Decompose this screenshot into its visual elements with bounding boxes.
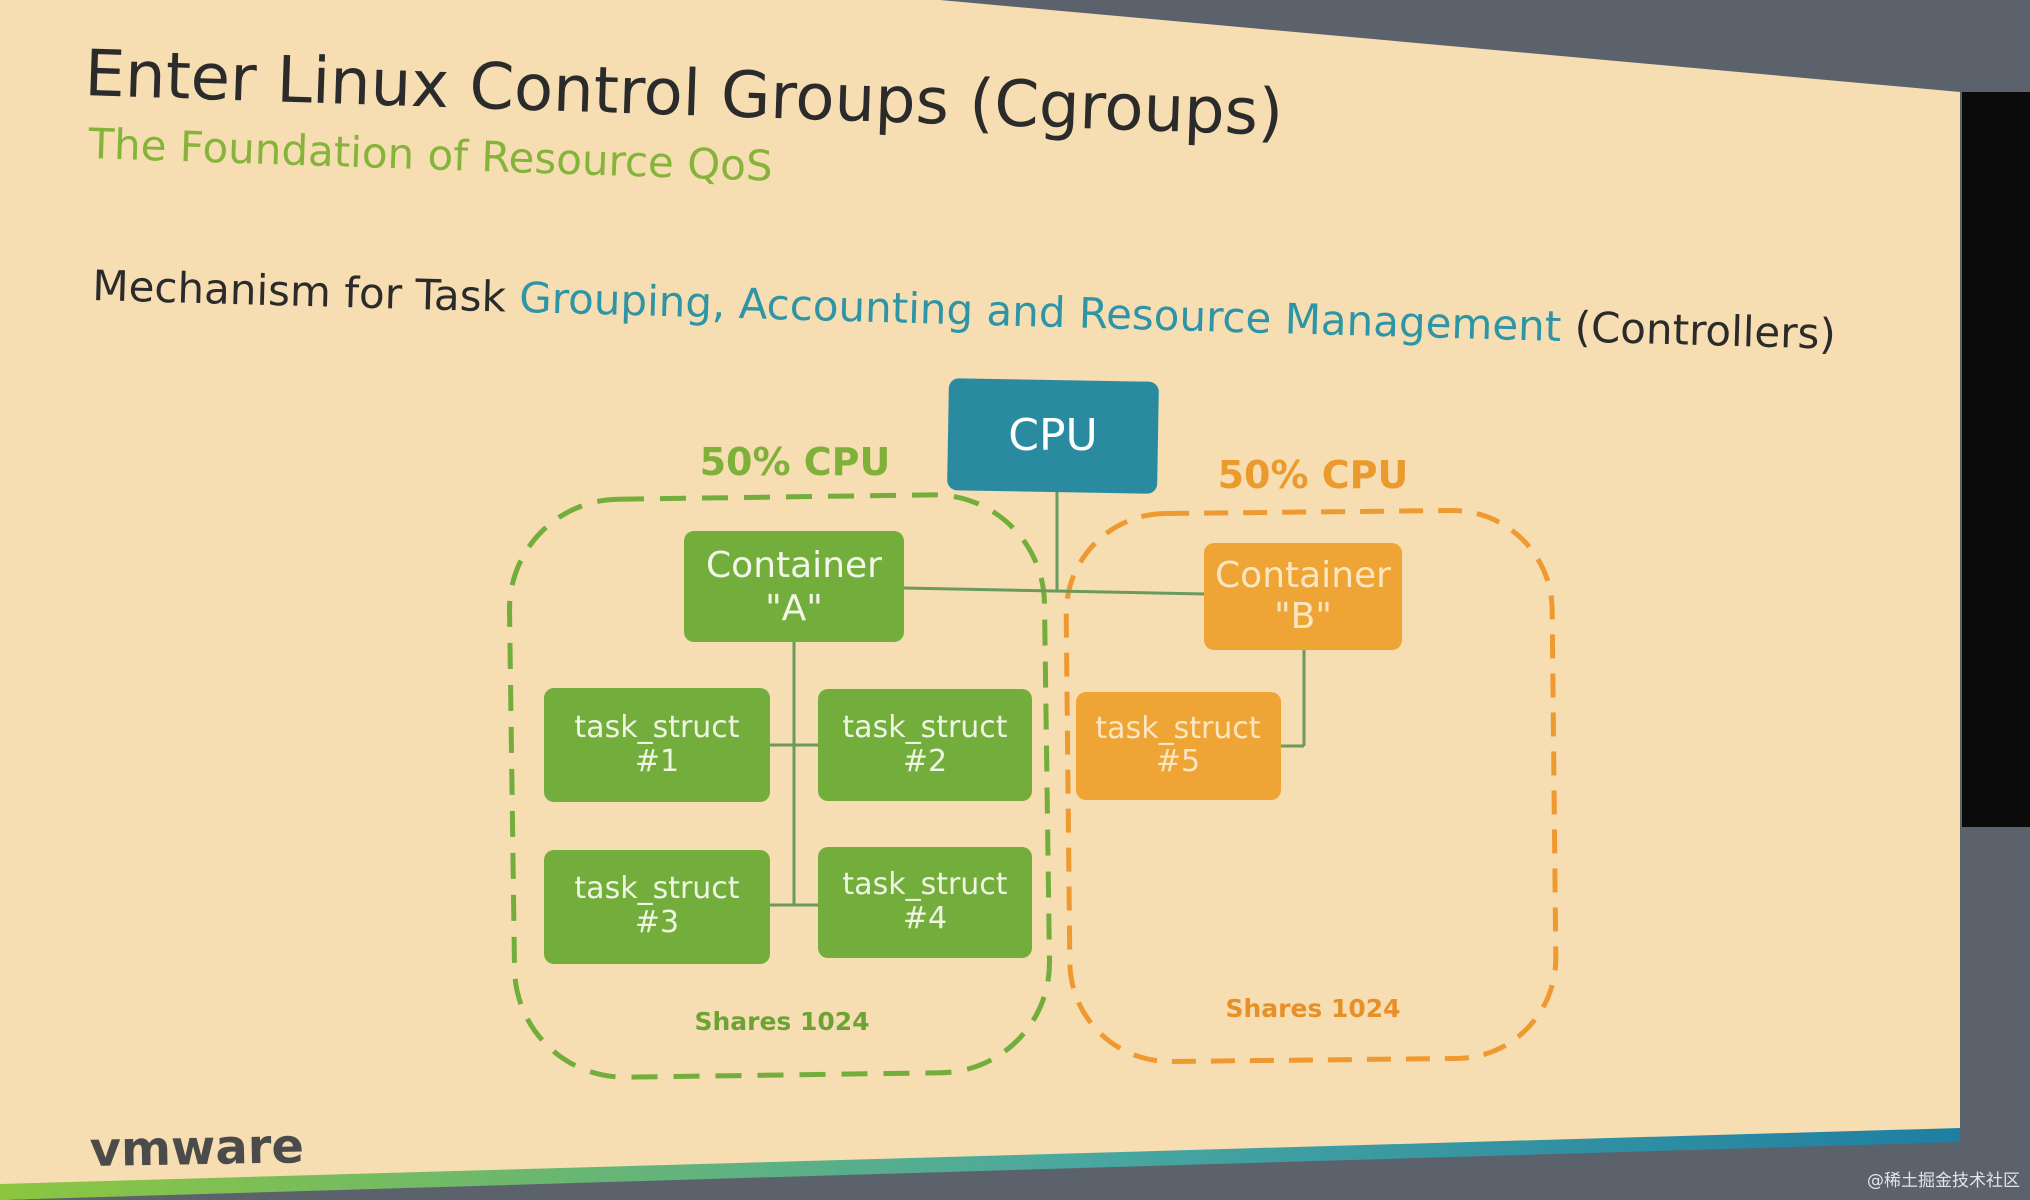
- group-a-boundary: [507, 492, 1052, 1080]
- group-a-cpu-share: 50% CPU: [700, 440, 891, 484]
- task-node-3: task_struct #3: [544, 850, 770, 964]
- task-5-label-line1: task_struct: [1095, 711, 1260, 746]
- task-node-1: task_struct #1: [544, 688, 770, 802]
- container-a-node: Container "A": [684, 531, 904, 642]
- task-1-label-line1: task_struct: [574, 710, 739, 745]
- group-b-cpu-share: 50% CPU: [1218, 453, 1409, 497]
- cpu-label: CPU: [1008, 410, 1097, 461]
- container-b-label-line2: "B": [1274, 596, 1332, 637]
- task-4-label-line1: task_struct: [842, 867, 1007, 902]
- slide-accent-band: [0, 1128, 1960, 1200]
- task-node-2: task_struct #2: [818, 689, 1032, 801]
- task-node-4: task_struct #4: [818, 847, 1032, 958]
- cpu-node: CPU: [947, 378, 1159, 494]
- group-b-shares: Shares 1024: [1225, 994, 1400, 1023]
- group-b-boundary: [1063, 508, 1559, 1064]
- vmware-logo: vmware: [89, 1118, 304, 1178]
- task-3-label-line1: task_struct: [574, 871, 739, 906]
- task-5-label-line2: #5: [1156, 744, 1200, 779]
- task-1-label-line2: #1: [635, 744, 679, 779]
- container-b-node: Container "B": [1204, 543, 1402, 650]
- watermark-text: @稀土掘金技术社区: [1867, 1171, 2020, 1191]
- mechanism-prefix: Mechanism for Task: [92, 261, 520, 322]
- mechanism-suffix: (Controllers): [1561, 302, 1837, 359]
- task-2-label-line1: task_struct: [842, 710, 1007, 745]
- task-4-label-line2: #4: [903, 901, 947, 936]
- task-2-label-line2: #2: [903, 744, 947, 779]
- task-3-label-line2: #3: [635, 905, 679, 940]
- connector-lines: [770, 490, 1306, 907]
- container-b-label-line1: Container: [1215, 555, 1391, 596]
- container-a-label-line1: Container: [706, 545, 882, 586]
- screen-black-edge: [1962, 92, 2030, 827]
- container-a-label-line2: "A": [765, 588, 823, 629]
- group-a-shares: Shares 1024: [694, 1007, 869, 1036]
- slide-background: [0, 0, 1960, 1200]
- task-node-5: task_struct #5: [1076, 692, 1281, 800]
